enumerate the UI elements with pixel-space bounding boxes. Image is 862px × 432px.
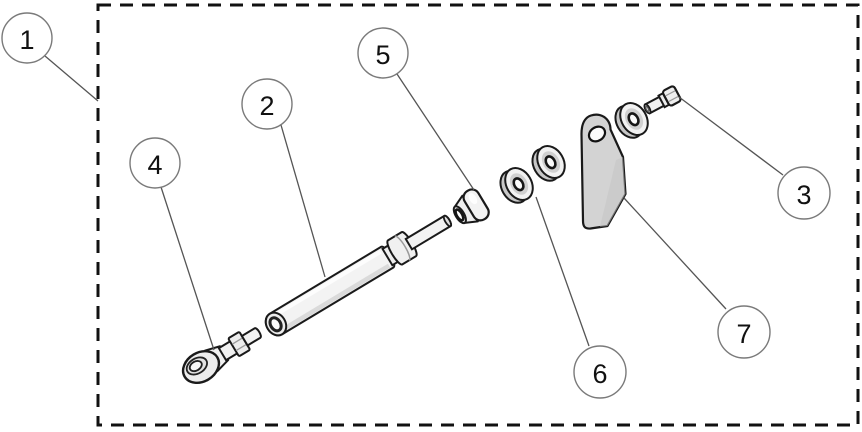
bushing-bore <box>454 208 465 222</box>
part-flanged-bushing <box>452 188 490 225</box>
bolt-head-facet <box>668 95 679 102</box>
assembly-boundary-border <box>96 3 860 427</box>
bolt-head-facet <box>665 90 676 97</box>
leader-line-6 <box>535 196 590 347</box>
callout-label-6: 6 <box>592 359 607 389</box>
callout-circle-1 <box>1 12 53 64</box>
leader-lines <box>44 55 784 351</box>
part-bolt <box>643 85 682 115</box>
callout-circle-2 <box>241 78 293 130</box>
leader-line-1 <box>44 55 99 102</box>
callout-label-3: 3 <box>796 180 811 210</box>
bolt-tip-ring <box>645 105 650 112</box>
part-rod-end <box>181 327 262 385</box>
part-bracket-plate <box>580 113 627 230</box>
tube-shaft-tip <box>442 214 452 228</box>
washer-hole <box>544 155 557 170</box>
callout-circle-7 <box>717 305 771 359</box>
callout-3: 3 <box>777 166 831 220</box>
callout-label-1: 1 <box>19 25 34 55</box>
part-washer-outer <box>614 102 649 139</box>
leader-line-2 <box>280 124 326 278</box>
washer-hole <box>627 112 640 127</box>
nut-facet-line <box>231 337 243 345</box>
callout-6: 6 <box>573 345 627 399</box>
leader-line-3 <box>678 96 784 176</box>
washer-hole <box>512 177 525 192</box>
bolt-head <box>661 85 682 107</box>
leader-line-7 <box>623 197 727 310</box>
callout-4: 4 <box>129 137 181 189</box>
rod-end-ball-hole <box>188 360 203 373</box>
rod-end-stud <box>240 327 262 347</box>
callout-1: 1 <box>1 12 53 64</box>
tube-highlight <box>273 250 382 318</box>
part-tube-rod <box>264 214 453 337</box>
bracket-edge-shading <box>600 157 626 227</box>
callout-circle-4 <box>129 137 181 189</box>
callout-circle-3 <box>777 166 831 220</box>
part-washer-second <box>531 145 566 182</box>
callout-circle-6 <box>573 345 627 399</box>
tube-collar-groove <box>394 235 411 261</box>
callout-5: 5 <box>357 27 409 79</box>
callout-circle-5 <box>357 27 409 79</box>
callout-label-4: 4 <box>147 150 162 180</box>
tube-bore <box>268 316 283 333</box>
callout-label-5: 5 <box>375 40 390 70</box>
bracket-hole <box>587 125 607 143</box>
callout-2: 2 <box>241 78 293 130</box>
callout-label-7: 7 <box>736 319 751 349</box>
callout-7: 7 <box>717 305 771 359</box>
part-washer-front <box>499 167 534 204</box>
nut-facet-line <box>235 343 247 352</box>
tube-lower-shading <box>281 263 391 332</box>
bushing-highlight <box>468 193 478 205</box>
leader-line-5 <box>396 73 475 191</box>
callout-label-2: 2 <box>259 91 274 121</box>
leader-line-4 <box>160 186 215 351</box>
